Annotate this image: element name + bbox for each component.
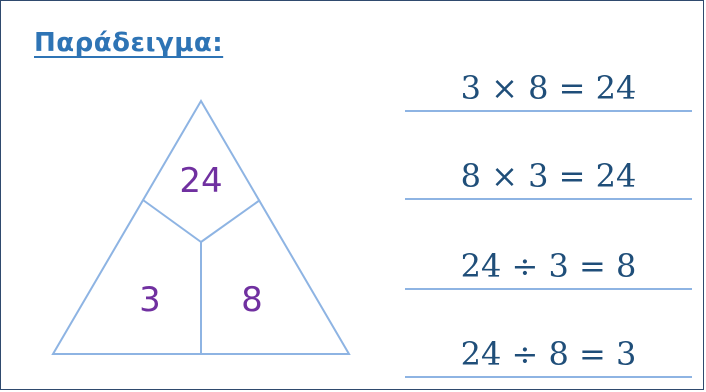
equation-line: 24 ÷ 3 = 8 [405, 244, 692, 290]
triangle-bottom-left-number: 3 [139, 280, 161, 320]
triangle-divider-right [200, 199, 261, 243]
triangle-bottom-right-number: 8 [241, 280, 263, 320]
triangle-top-number: 24 [179, 161, 222, 201]
triangle-divider-left [142, 199, 202, 243]
equation-line: 8 × 3 = 24 [405, 154, 692, 200]
equation-line: 24 ÷ 8 = 3 [405, 332, 692, 378]
equation-line: 3 × 8 = 24 [405, 66, 692, 112]
page-title: Παράδειγμα: [34, 28, 224, 58]
